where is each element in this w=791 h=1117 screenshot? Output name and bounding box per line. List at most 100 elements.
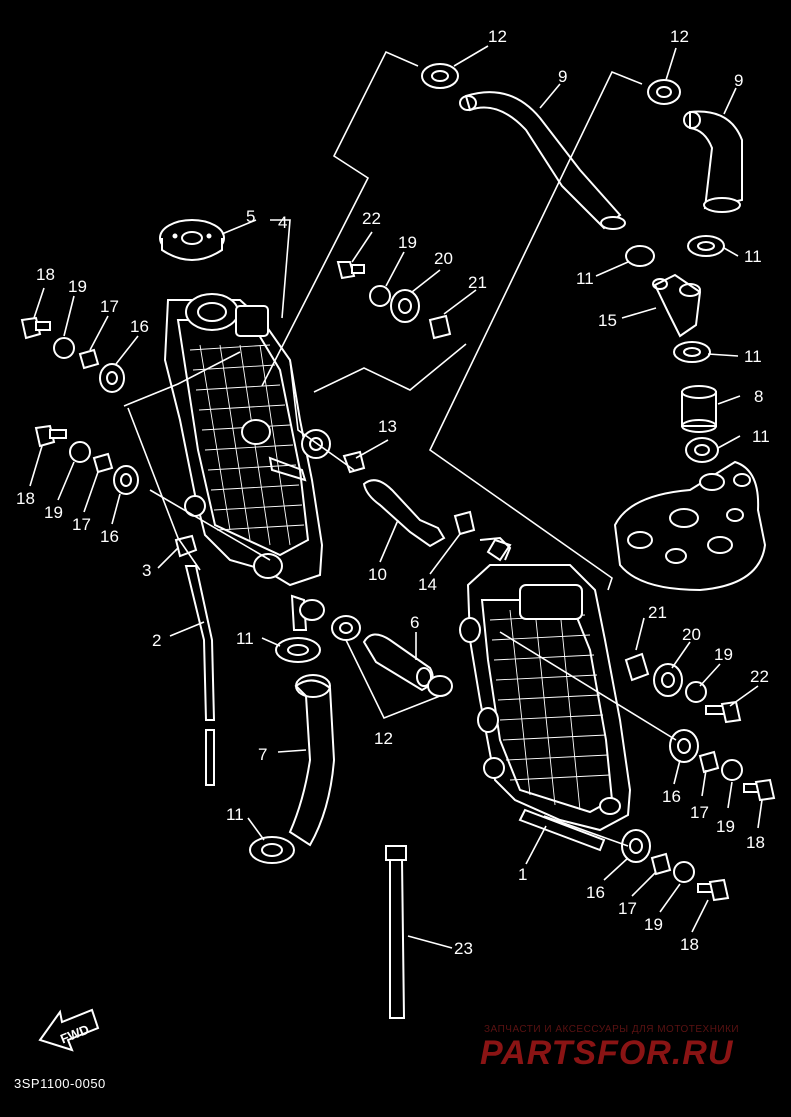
grommet-16-lower-left xyxy=(113,465,139,495)
callout-19: 19 xyxy=(68,277,87,296)
left-radiator xyxy=(163,293,331,631)
clamp-12-top-left xyxy=(421,63,459,89)
callout-12: 12 xyxy=(488,27,507,46)
clamp-11-b xyxy=(625,245,655,267)
callout-9: 9 xyxy=(558,67,567,86)
callout-14: 14 xyxy=(418,575,437,594)
callout-16: 16 xyxy=(100,527,119,546)
callout-8: 8 xyxy=(754,387,763,406)
callout-17: 17 xyxy=(72,515,91,534)
cable-tie-23 xyxy=(385,845,407,1019)
bolt-22-top xyxy=(336,261,365,280)
callout-21: 21 xyxy=(468,273,487,292)
callout-19: 19 xyxy=(44,503,63,522)
callout-18: 18 xyxy=(680,935,699,954)
callout-7: 7 xyxy=(258,745,267,764)
callout-16: 16 xyxy=(130,317,149,336)
right-radiator xyxy=(459,538,632,852)
callout-19: 19 xyxy=(716,817,735,836)
collar-17-right-b xyxy=(650,852,672,876)
callout-16: 16 xyxy=(586,883,605,902)
callout-21: 21 xyxy=(648,603,667,622)
overflow-tube-2 xyxy=(184,565,216,721)
callout-20: 20 xyxy=(434,249,453,268)
clamp-11-e xyxy=(275,637,321,663)
collar-21-right xyxy=(624,652,650,682)
callout-11: 11 xyxy=(744,347,762,366)
callout-11: 11 xyxy=(752,427,770,446)
callout-numbers: 12 12 9 9 5 4 22 19 20 21 11 11 15 11 8 … xyxy=(16,27,770,958)
grommet-20-right xyxy=(653,663,683,697)
clamp-11-d xyxy=(685,437,719,463)
callout-5: 5 xyxy=(246,207,255,226)
callout-18: 18 xyxy=(36,265,55,284)
clamp-11-a xyxy=(687,235,725,257)
collar-21-top xyxy=(428,314,452,340)
hose-6 xyxy=(362,633,434,692)
hose-9-left xyxy=(464,91,622,230)
clamp-14 xyxy=(453,510,512,561)
bolt-18-upper-left xyxy=(20,316,51,340)
washer-19-right-a xyxy=(721,759,743,781)
leader-lines xyxy=(29,45,763,949)
washer-19-right-b xyxy=(673,861,695,883)
callout-3: 3 xyxy=(142,561,151,580)
callout-10: 10 xyxy=(368,565,387,584)
callout-9: 9 xyxy=(734,71,743,90)
watermark-brand: PARTSFOR.RU xyxy=(480,1034,734,1072)
fitting-15 xyxy=(652,273,702,338)
callout-17: 17 xyxy=(100,297,119,316)
callout-4: 4 xyxy=(278,213,287,232)
fwd-arrow-icon: FWD xyxy=(38,1008,100,1052)
diagram-code: 3SP1100-0050 xyxy=(14,1076,106,1091)
callout-12: 12 xyxy=(374,729,393,748)
clamp-12-top-right xyxy=(647,79,681,105)
callout-19: 19 xyxy=(714,645,733,664)
callout-22: 22 xyxy=(362,209,381,228)
callout-18: 18 xyxy=(746,833,765,852)
collar-17-right-a xyxy=(698,750,720,774)
cylinder-head xyxy=(613,460,767,592)
callout-22: 22 xyxy=(750,667,769,686)
radiator-cap xyxy=(159,219,225,261)
callout-6: 6 xyxy=(410,613,419,632)
bolt-18-right-a xyxy=(743,778,776,802)
grommet-16-right-a xyxy=(669,729,699,763)
grommet-20-top xyxy=(390,289,420,323)
callout-17: 17 xyxy=(618,899,637,918)
bolt-18-lower-left xyxy=(34,424,67,448)
callout-13: 13 xyxy=(378,417,397,436)
callout-20: 20 xyxy=(682,625,701,644)
washer-19-right xyxy=(685,681,707,703)
grommet-16-right-b xyxy=(621,829,651,863)
hose-7 xyxy=(288,679,336,847)
callout-16: 16 xyxy=(662,787,681,806)
collar-17-upper-left xyxy=(78,348,100,370)
callout-1: 1 xyxy=(518,865,527,884)
clamp-12-mid xyxy=(331,615,453,697)
hose-8 xyxy=(681,385,717,433)
washer-19-lower-left xyxy=(69,441,91,463)
washer-19-upper-left xyxy=(53,337,75,359)
callout-11: 11 xyxy=(744,247,762,266)
callout-11: 11 xyxy=(236,629,254,648)
hose-10 xyxy=(362,479,446,548)
callout-19: 19 xyxy=(644,915,663,934)
clamp-11-c xyxy=(673,341,711,363)
clamp-11-f xyxy=(249,836,295,864)
callout-19: 19 xyxy=(398,233,417,252)
watermark-subtitle: ЗАПЧАСТИ И АКСЕССУАРЫ ДЛЯ МОТОТЕХНИКИ xyxy=(484,1024,740,1035)
callout-2: 2 xyxy=(152,631,161,650)
callout-12: 12 xyxy=(670,27,689,46)
bolt-22-right xyxy=(705,700,742,724)
callout-11: 11 xyxy=(576,269,594,288)
callout-18: 18 xyxy=(16,489,35,508)
collar-17-lower-left xyxy=(92,452,114,474)
bolt-18-right-b xyxy=(697,878,730,902)
callout-17: 17 xyxy=(690,803,709,822)
grommet-16-upper-left xyxy=(99,363,125,393)
callout-23: 23 xyxy=(454,939,473,958)
callout-15: 15 xyxy=(598,311,617,330)
neck-joint-left xyxy=(299,599,325,621)
